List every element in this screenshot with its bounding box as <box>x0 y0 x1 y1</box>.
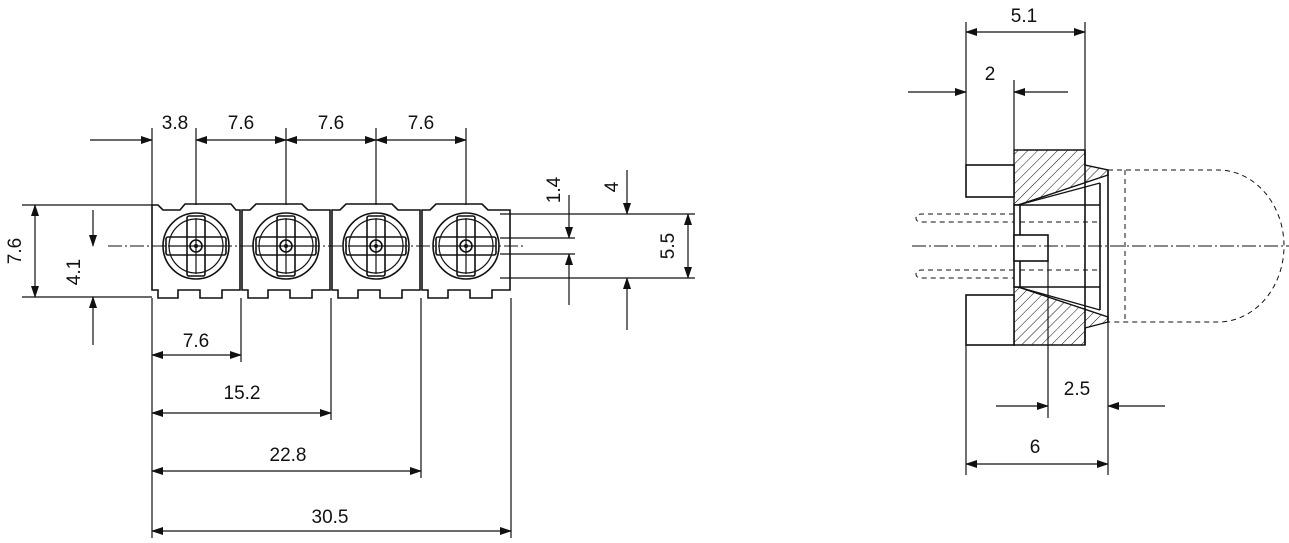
cumulative-dim-3: 22.8 <box>270 445 307 466</box>
cumulative-dim-2: 15.2 <box>224 383 261 404</box>
front-view: 3.8 7.6 7.6 7.6 7.6 4.1 1.4 4 <box>5 113 695 538</box>
top-width-dim: 5.1 <box>1011 6 1037 27</box>
lens-offset-dimension: 2.5 <box>996 261 1165 475</box>
side-leads <box>915 213 1100 279</box>
lead-offset-dim: 1.4 <box>544 176 565 203</box>
depth-dim: 6 <box>1030 437 1041 458</box>
flange-dim: 2 <box>985 64 996 85</box>
cumulative-dimensions: 7.6 15.2 22.8 30.5 <box>151 298 512 538</box>
pitch-dim-1: 3.8 <box>162 113 188 134</box>
height-dimension: 7.6 <box>5 204 152 298</box>
depth-dimension: 6 <box>965 345 1109 475</box>
side-view: 5.1 2 2.5 6 <box>908 6 1289 475</box>
housing-section <box>965 149 1109 346</box>
height-dim: 7.6 <box>5 238 26 264</box>
lead-spacing-dimension: 4 <box>602 170 631 330</box>
center-offset-dimension: 4.1 <box>64 210 97 345</box>
pitch-dimension-row: 3.8 7.6 7.6 7.6 <box>90 113 467 205</box>
lens-offset-dim: 2.5 <box>1064 379 1090 400</box>
cumulative-dim-4: 30.5 <box>312 507 349 528</box>
pitch-dim-4: 7.6 <box>408 113 434 134</box>
lead-spacing-dim: 4 <box>602 181 623 192</box>
lead-span-dim: 5.5 <box>658 233 679 259</box>
lens-dome <box>1108 169 1285 323</box>
center-offset-dim: 4.1 <box>64 259 85 285</box>
pitch-dim-3: 7.6 <box>318 113 344 134</box>
lead-span-dimension: 5.5 <box>658 213 692 279</box>
cumulative-dim-1: 7.6 <box>183 331 209 352</box>
flange-dimension: 2 <box>908 64 1068 150</box>
pitch-dim-2: 7.6 <box>228 113 254 134</box>
lead-offset-dimension: 1.4 <box>544 176 573 305</box>
top-width-dimension: 5.1 <box>965 6 1086 165</box>
